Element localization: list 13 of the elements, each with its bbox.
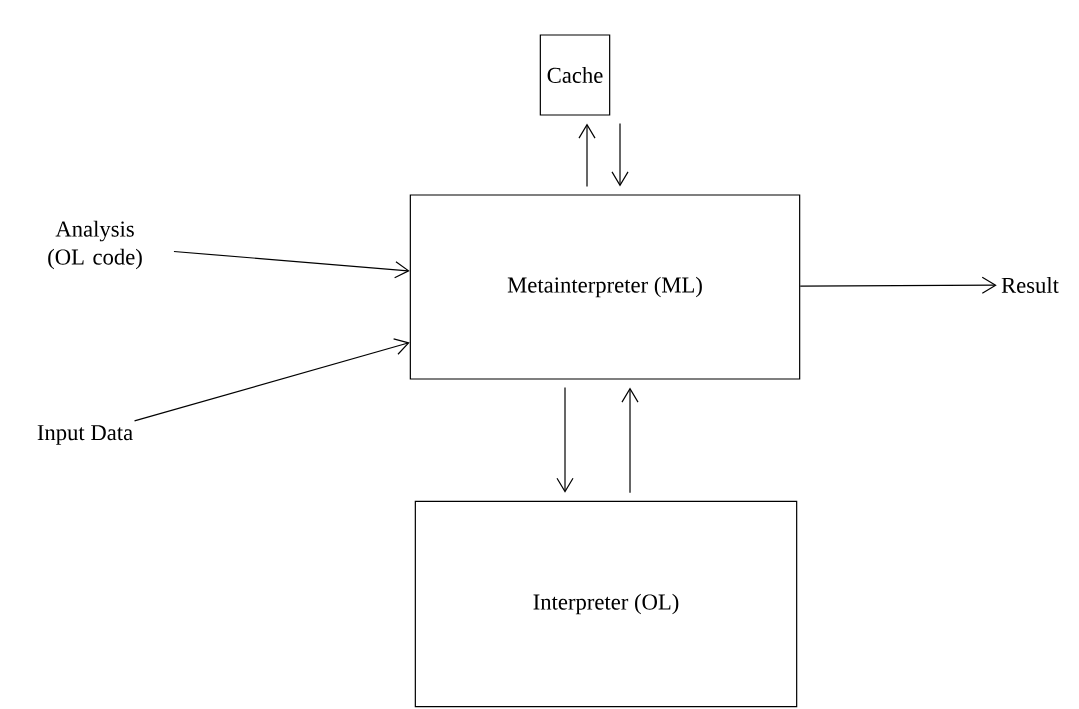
arrow: [611, 123, 629, 187]
process-box: Metainterpreter (ML): [409, 194, 801, 380]
arrow: [556, 387, 574, 493]
label-text: Result: [1001, 277, 1059, 293]
arrow: [173, 250, 410, 279]
process-box: Cache: [539, 34, 611, 116]
label-text: Input Data: [37, 425, 133, 445]
arrow: [133, 338, 410, 422]
arrow: [621, 387, 639, 494]
arrow: [578, 123, 596, 187]
arrow: [799, 276, 997, 294]
label-text: Analysis (OL code): [48, 220, 142, 270]
process-box: Interpreter (OL): [414, 500, 798, 708]
